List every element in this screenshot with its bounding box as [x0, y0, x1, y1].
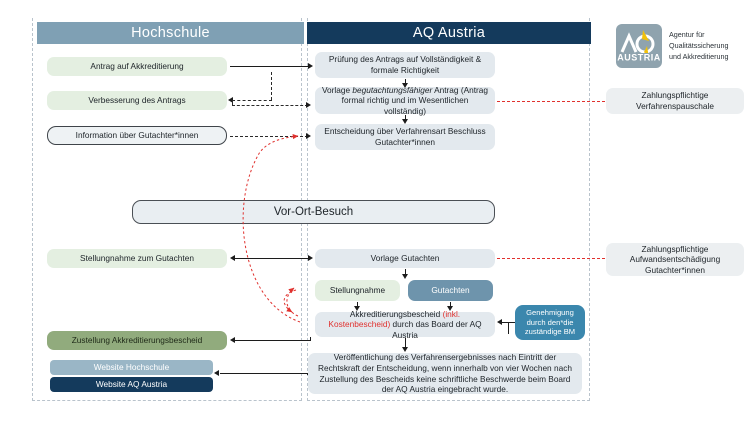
logo-line-3: und Akkreditierung	[669, 51, 729, 61]
node-label: Zustellung Akkreditierungsbescheid	[71, 335, 203, 346]
header-aq-label: AQ Austria	[412, 25, 486, 41]
node-genehmigung-bm[interactable]: Genehmigung durch den*die zuständige BM	[515, 305, 585, 340]
connector-bescheid-to-veroeffentlichung	[405, 338, 406, 348]
node-website-hochschule[interactable]: Website Hochschule	[50, 360, 213, 375]
node-gutachten[interactable]: Gutachten	[408, 280, 493, 301]
node-label: Zahlungspflichtige Verfahrenspauschale	[636, 90, 714, 111]
node-label: Website AQ Austria	[95, 379, 168, 390]
node-akkreditierungsbescheid[interactable]: Akkreditierungsbescheid (inkl. Kostenbes…	[315, 309, 495, 340]
node-stellungnahme-zum-gutachten[interactable]: Stellungnahme zum Gutachten	[47, 249, 227, 268]
logo-wordmark-text: Agentur für Qualitätssicherung und Akkre…	[669, 30, 751, 62]
connector-bescheid-to-zustellung	[234, 340, 310, 341]
node-label-part-1: Vorlage	[321, 84, 353, 95]
node-label: Stellungnahme	[329, 285, 386, 296]
arrowhead-left-5	[214, 369, 219, 376]
connector-verbesserung-riser	[232, 100, 233, 105]
node-label-emphasis: begutachtungsfähiger	[352, 84, 433, 95]
header-hochschule-label: Hochschule	[131, 25, 210, 41]
arrowhead-right-3	[306, 132, 311, 139]
node-entscheidung-verfahrensart[interactable]: Entscheidung über Verfahrensart Beschlus…	[315, 124, 495, 150]
arrowhead-down-6	[401, 347, 408, 352]
node-zustellung-akkreditierungsbescheid[interactable]: Zustellung Akkreditierungsbescheid	[47, 331, 227, 350]
node-stellungnahme[interactable]: Stellungnahme	[315, 280, 400, 301]
node-vorlage-begutachtungsfaehiger-antrag[interactable]: Vorlage begutachtungsfähiger Antrag (Ant…	[315, 85, 495, 117]
connector-stellungnahme-to-bescheid	[357, 302, 358, 307]
node-verbesserung-des-antrags[interactable]: Verbesserung des Antrags	[47, 91, 227, 110]
node-label-part-1: Akkreditierungsbescheid	[349, 308, 443, 319]
connector-genehmigung-riser	[508, 322, 509, 334]
arrowhead-left-3	[497, 318, 502, 325]
node-label: Zahlungspflichtige Aufwandsentschädigung…	[629, 243, 721, 275]
node-label: Vorlage begutachtungsfähiger Antrag (Ant…	[321, 85, 489, 117]
connector-vorlage-to-verfahrenspauschale	[497, 101, 605, 102]
arrowhead-left-4	[230, 336, 235, 343]
node-vorlage-gutachten[interactable]: Vorlage Gutachten	[315, 249, 495, 268]
connector-pruefung-feedback-horizontal	[232, 100, 272, 101]
node-label: Stellungnahme zum Gutachten	[80, 253, 194, 264]
arrowhead-down	[401, 83, 408, 88]
connector-veroeffentlichung-to-websites	[220, 373, 308, 374]
connector-gutachten-to-bescheid	[450, 302, 451, 307]
node-label: Veröffentlichung des Verfahrensergebniss…	[318, 352, 572, 395]
logo-line-1: Agentur für	[669, 30, 705, 39]
arrowhead-down-5	[446, 306, 453, 311]
connector-information-to-entscheidung	[230, 136, 308, 137]
node-zahlungspflichtige-verfahrenspauschale[interactable]: Zahlungspflichtige Verfahrenspauschale	[606, 88, 744, 114]
logo-line-2: Qualitätssicherung	[669, 40, 729, 50]
arrowhead-down-3	[401, 274, 408, 279]
node-label: Website Hochschule	[93, 362, 170, 373]
connector-pruefung-to-vorlage	[405, 79, 406, 84]
connector-vorlage-to-entscheidung	[405, 115, 406, 120]
column-header-aq-austria: AQ Austria	[307, 22, 591, 44]
node-label: Antrag auf Akkreditierung	[90, 61, 184, 72]
connector-stellungnahme-vorlage-gutachten	[234, 258, 310, 259]
aq-austria-logo-mark: AUSTRIA	[616, 24, 662, 68]
node-label: Genehmigung durch den*die zuständige BM	[524, 307, 576, 337]
arrowhead-right	[308, 62, 313, 69]
svg-text:AUSTRIA: AUSTRIA	[617, 53, 661, 63]
node-label: Entscheidung über Verfahrensart Beschlus…	[324, 126, 486, 147]
connector-pruefung-feedback-vertical	[271, 72, 272, 100]
column-header-hochschule: Hochschule	[37, 22, 304, 44]
connector-bescheid-drop	[310, 337, 311, 341]
arrowhead-right-4	[308, 254, 313, 261]
node-label: Verbesserung des Antrags	[88, 95, 186, 106]
node-vor-ort-besuch[interactable]: Vor-Ort-Besuch	[132, 200, 495, 224]
node-label: Vorlage Gutachten	[370, 253, 440, 264]
node-label: Akkreditierungsbescheid (inkl. Kostenbes…	[321, 309, 489, 341]
node-veroeffentlichung[interactable]: Veröffentlichung des Verfahrensergebniss…	[308, 352, 582, 395]
connector-gutachten-to-aufwandsentschaedigung	[497, 258, 605, 259]
node-label-accent: (inkl. Kostenbescheid)	[328, 308, 461, 330]
arrowhead-left	[228, 96, 233, 103]
connector-antrag-to-pruefung	[230, 66, 308, 67]
node-website-aq-austria[interactable]: Website AQ Austria	[50, 377, 213, 392]
arrowhead-down-4	[353, 306, 360, 311]
connector-verbesserung-to-vorlage	[232, 105, 308, 106]
node-zahlungspflichtige-aufwandsentschaedigung[interactable]: Zahlungspflichtige Aufwandsentschädigung…	[606, 243, 744, 276]
logo-glyph-icon: AUSTRIA	[617, 30, 661, 63]
node-label: Vor-Ort-Besuch	[273, 205, 354, 218]
node-label-part-2: Antrag (Antrag formal richtig und im Wes…	[341, 84, 489, 116]
node-label-part-2: durch das Board der AQ Austria	[390, 319, 482, 340]
node-information-ueber-gutachterinnen[interactable]: Information über Gutachter*innen	[47, 126, 227, 145]
node-antrag-auf-akkreditierung[interactable]: Antrag auf Akkreditierung	[47, 57, 227, 76]
node-label: Prüfung des Antrags auf Vollständigkeit …	[328, 54, 482, 75]
node-label: Information über Gutachter*innen	[75, 130, 199, 141]
connector-veroeffentlichung-riser	[307, 373, 308, 375]
node-label: Gutachten	[431, 285, 470, 296]
node-pruefung-des-antrags[interactable]: Prüfung des Antrags auf Vollständigkeit …	[315, 52, 495, 78]
arrowhead-left-2	[230, 254, 235, 261]
connector-vorlage-gutachten-down	[405, 269, 406, 275]
arrowhead-down-2	[401, 119, 408, 124]
arrowhead-right-2	[306, 101, 311, 108]
